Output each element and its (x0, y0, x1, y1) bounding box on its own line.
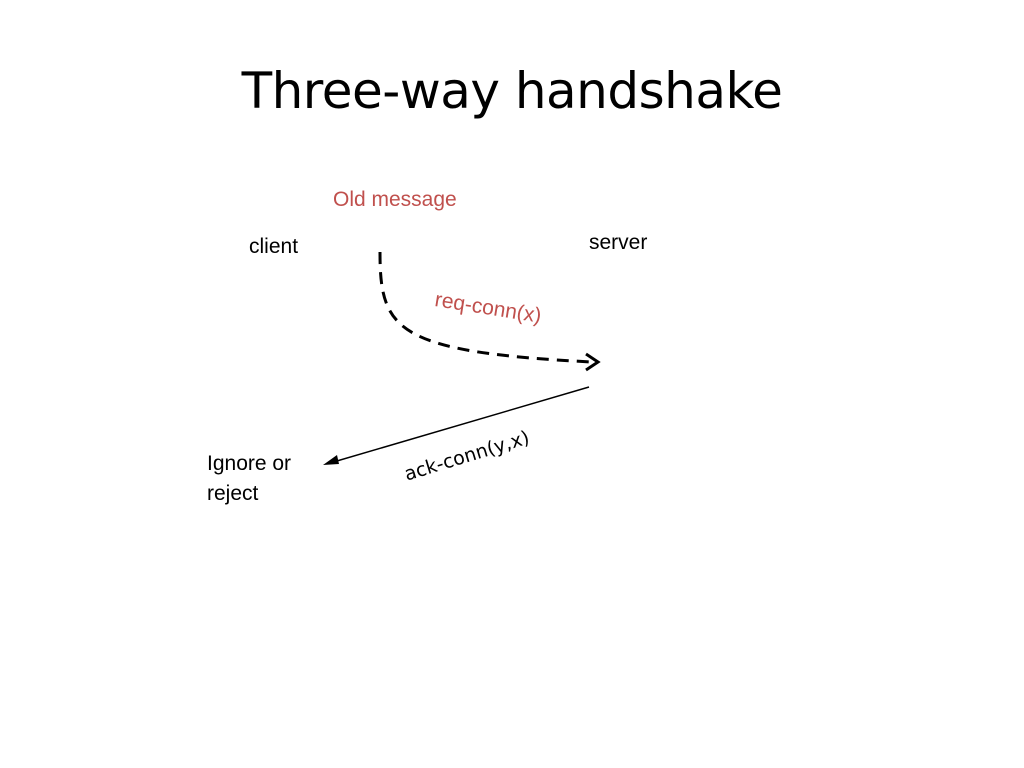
ack-conn-arrowhead (323, 455, 339, 465)
slide-title: Three-way handshake (241, 62, 783, 120)
old-message-label: Old message (333, 188, 457, 211)
server-label: server (589, 231, 648, 254)
req-conn-arrowhead (585, 352, 601, 372)
ignore-line-1: Ignore or (207, 452, 292, 475)
ack-conn-arrow (329, 386, 590, 464)
client-label: client (249, 235, 299, 258)
ignore-line-2: reject (207, 482, 259, 505)
req-conn-arrow (378, 251, 593, 364)
ignore-or-reject-label: Ignore or reject (207, 449, 291, 509)
